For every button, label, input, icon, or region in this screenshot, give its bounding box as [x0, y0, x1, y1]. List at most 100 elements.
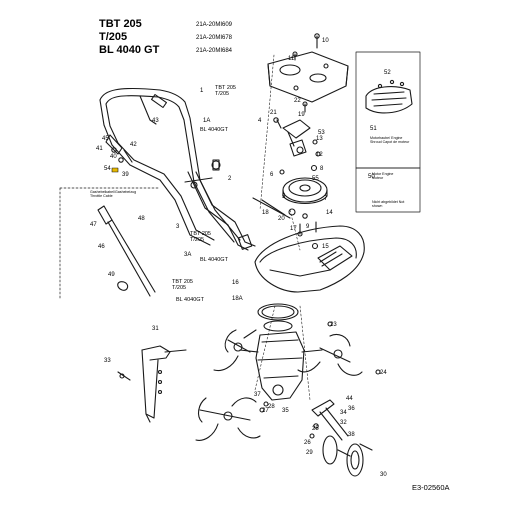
variant-label-shield-1: TBT 205 — [172, 279, 193, 285]
callout-38: 38 — [348, 432, 355, 438]
callout-29: 29 — [306, 450, 313, 456]
callout-22: 22 — [294, 98, 301, 104]
drive-pulley — [282, 177, 328, 205]
lower-frame — [187, 171, 291, 251]
callout-49: 49 — [108, 272, 115, 278]
callout-42: 42 — [130, 142, 137, 148]
variant-label-bar-mid-1: TBT 205 — [190, 231, 211, 237]
tine-left-lower — [195, 397, 261, 441]
callout-34: 34 — [340, 410, 347, 416]
callout-7: 7 — [324, 196, 328, 202]
callout-3a: 3A — [184, 252, 192, 258]
callout-28: 28 — [268, 404, 275, 410]
callout-18: 18 — [262, 210, 269, 216]
handlebar — [99, 87, 241, 246]
callout-9: 9 — [306, 224, 310, 230]
callout-24: 24 — [380, 370, 387, 376]
engine-top-plate — [267, 51, 349, 103]
callout-17: 17 — [290, 226, 297, 232]
callout-11: 11 — [288, 56, 295, 62]
variant-label-bar-mid-bl: BL 4040GT — [200, 257, 228, 263]
tine-right-upper — [297, 333, 363, 376]
engine-inset-caption: Motor Engine Moteur — [372, 172, 394, 181]
callout-51: 51 — [370, 126, 377, 132]
callout-16: 16 — [232, 280, 239, 286]
callout-10: 10 — [322, 38, 329, 44]
engine-shroud — [365, 79, 413, 114]
callout-40: 40 — [110, 154, 117, 160]
highlighted-part-54 — [111, 167, 119, 173]
engine-inset-border — [355, 167, 421, 213]
callout-1: 1 — [200, 88, 204, 94]
variant-label-bar-mid-2: T/205 — [190, 237, 205, 243]
callout-14: 14 — [326, 210, 333, 216]
callout-5: 5 — [282, 194, 286, 200]
shroud-inset-caption: Motorhaube/ Engine Shroud Capot de moteu… — [370, 136, 410, 145]
callout-47: 47 — [90, 222, 97, 228]
callout-4: 4 — [258, 118, 262, 124]
callout-33: 33 — [104, 358, 111, 364]
callout-53: 53 — [318, 130, 325, 136]
transport-wheel — [311, 399, 373, 477]
variant-label-handle-top-1: TBT 205 — [215, 85, 236, 91]
model-name-2: T/205 — [99, 31, 128, 43]
variant-label-shield-2: T/205 — [172, 285, 187, 291]
callout-48: 48 — [138, 216, 145, 222]
callout-46: 46 — [98, 244, 105, 250]
callout-43: 43 — [152, 118, 159, 124]
callout-23: 23 — [330, 322, 337, 328]
callout-35: 35 — [282, 408, 289, 414]
callout-45: 45 — [102, 136, 109, 142]
part-number-3: 21A-20MI684 — [196, 48, 233, 54]
pulley-hardware — [279, 164, 319, 250]
variant-label-shield-bl: BL 4040GT — [176, 297, 204, 303]
variant-label-handle-top-2: T/205 — [215, 91, 230, 97]
callout-55: 55 — [312, 176, 319, 182]
depth-stake — [141, 345, 187, 423]
callout-20: 20 — [278, 216, 285, 222]
callout-41: 41 — [96, 146, 103, 152]
handle-bracket-hardware — [184, 159, 221, 189]
callout-54: 54 — [104, 166, 111, 172]
callout-18a: 18A — [232, 296, 243, 302]
callout-3: 3 — [176, 224, 180, 230]
callout-37: 37 — [254, 392, 261, 398]
engine-inset-note: Nicht abgebildet Not shown — [372, 200, 405, 209]
lower-hardware — [117, 321, 381, 439]
model-name-3: BL 4040 GT — [99, 44, 160, 56]
callout-13: 13 — [316, 136, 323, 142]
callout-26: 26 — [304, 440, 311, 446]
callout-8: 8 — [320, 166, 324, 172]
callout-12: 12 — [316, 152, 323, 158]
throttle-inset-border — [59, 187, 161, 301]
part-number-1: 21A-20MI609 — [196, 22, 233, 28]
callout-19: 19 — [298, 112, 305, 118]
gearbox — [239, 331, 323, 401]
callout-36: 36 — [348, 406, 355, 412]
callout-30: 30 — [380, 472, 387, 478]
top-bolts — [273, 33, 320, 129]
callout-31: 31 — [152, 326, 159, 332]
model-name-1: TBT 205 — [99, 18, 142, 30]
throttle-inset-caption: Gashebelkabel/Gashebelzug Throttle Cable — [90, 190, 137, 199]
pulley-bracket — [282, 119, 321, 157]
callout-32: 32 — [340, 420, 347, 426]
variant-label-handle-right: BL 4040GT — [200, 127, 228, 133]
callout-39: 39 — [122, 172, 129, 178]
gear-housing-seal — [257, 303, 299, 332]
callout-27: 27 — [262, 408, 269, 414]
throttle-lever — [105, 134, 133, 163]
callout-1a: 1A — [203, 118, 211, 124]
tine-shield — [254, 225, 365, 293]
callout-52: 52 — [384, 70, 391, 76]
callout-6: 6 — [270, 172, 274, 178]
callout-44: 44 — [346, 396, 353, 402]
callout-50: 50 — [368, 174, 375, 180]
callout-15: 15 — [322, 244, 329, 250]
callout-25: 25 — [312, 426, 319, 432]
throttle-cable — [97, 205, 156, 297]
diagram-code: E3-02560A — [412, 483, 450, 492]
callout-21: 21 — [270, 110, 277, 116]
